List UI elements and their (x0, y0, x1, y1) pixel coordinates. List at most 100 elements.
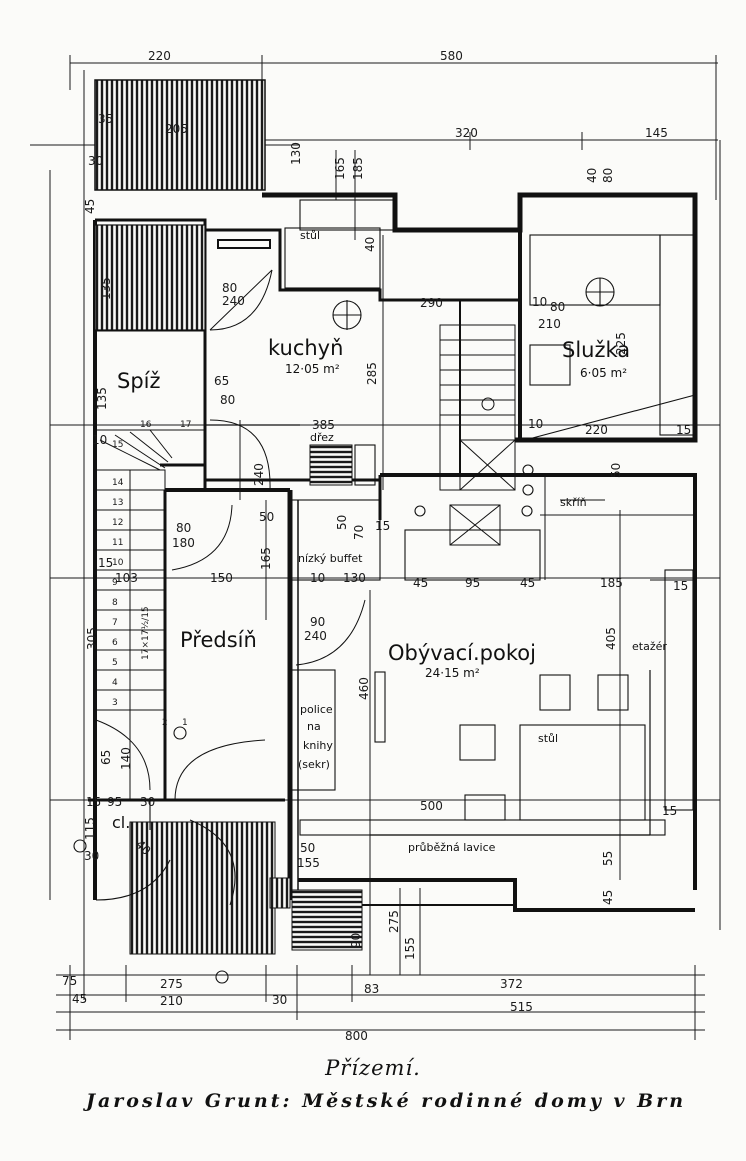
dim-205: 205 (165, 122, 188, 136)
dim-h-70: 70 (352, 525, 366, 540)
stair-numbers: 16 17 15 14 13 12 11 10 9 8 7 6 5 4 3 2 … (107, 420, 191, 858)
dim-left-30b: 30 (84, 849, 99, 863)
hatched-surfaces (94, 224, 363, 955)
stair-ratio: 17×17½/15 (141, 606, 151, 660)
stair-30: 30 (140, 795, 155, 809)
dim-h-80: 80 (176, 521, 191, 535)
stair-15: 15 (112, 440, 123, 450)
dim-k-80: 80 (222, 281, 237, 295)
dim-h-240a: 240 (252, 463, 266, 486)
dimension-numbers: 220 580 800 205 320 145 35 30 45 135 135… (62, 49, 691, 1043)
walls (88, 79, 698, 912)
dim-k-80b: 80 (220, 393, 235, 407)
dim-left-35: 35 (98, 112, 113, 126)
label-police-2: na (307, 720, 321, 733)
dim-s-40: 40 (585, 168, 599, 183)
dim-h-15: 15 (375, 519, 390, 533)
label-nizky-buffet: nízký buffet (298, 552, 363, 565)
label-etazer: etažér (632, 640, 667, 653)
label-police-4: (sekr) (298, 758, 330, 771)
furniture (73, 199, 696, 984)
dim-l-460: 460 (357, 677, 371, 700)
dim-k-130: 130 (289, 142, 303, 165)
room-name-spiz: Spíž (117, 369, 161, 393)
dim-left-115: 115 (83, 817, 97, 840)
dim-k-40: 40 (363, 237, 377, 252)
dim-l-275: 275 (387, 910, 401, 933)
dim-k-165: 165 (333, 157, 347, 180)
dim-b-83: 83 (364, 982, 379, 996)
stair-5: 5 (112, 658, 118, 668)
dim-h-130: 130 (343, 571, 366, 585)
dim-s-80: 80 (601, 168, 615, 183)
main-staircase (94, 429, 205, 801)
stair-3: 3 (112, 698, 118, 708)
stair-1: 1 (182, 718, 188, 728)
room-name-predsin: Předsíň (180, 628, 257, 652)
dim-s-10: 10 (532, 295, 547, 309)
dim-145: 145 (645, 126, 668, 140)
dim-k-65: 65 (214, 374, 229, 388)
dim-l-45c: 45 (601, 890, 615, 905)
dim-overall-580: 580 (440, 49, 463, 63)
dim-h-150: 150 (210, 571, 233, 585)
dim-left-135b: 135 (95, 387, 109, 410)
dim-h-240b: 240 (304, 629, 327, 643)
dim-s-10b: 10 (528, 417, 543, 431)
dim-left-305: 305 (85, 627, 99, 650)
dim-k-385: 385 (312, 418, 335, 432)
stair-103: 103 (115, 571, 138, 585)
stair-7: 7 (112, 618, 118, 628)
dim-k-240: 240 (222, 294, 245, 308)
dim-k-285: 285 (365, 362, 379, 385)
dim-l-155: 155 (297, 856, 320, 870)
dim-l-500: 500 (420, 799, 443, 813)
dim-left-15: 15 (98, 556, 113, 570)
dim-s-225: 225 (614, 332, 628, 355)
label-stul-living: stůl (538, 732, 558, 745)
dim-k-185: 185 (351, 157, 365, 180)
stair-11: 11 (112, 538, 123, 548)
stair-9: 9 (112, 578, 118, 588)
dim-l-55: 55 (601, 851, 615, 866)
dim-left-65: 65 (99, 750, 113, 765)
dim-l-45a: 45 (413, 576, 428, 590)
room-area-kuchyn: 12·05 m² (285, 362, 340, 376)
dim-b-30: 30 (272, 993, 287, 1007)
room-name-obyvaci: Obývací.pokoj (388, 641, 536, 665)
dim-h-180: 180 (172, 536, 195, 550)
dim-s-50: 50 (609, 463, 623, 478)
room-name-kuchyn: kuchyň (268, 336, 343, 360)
stair-16: 16 (140, 420, 152, 430)
stair-17: 17 (180, 420, 191, 430)
stair-4: 4 (112, 678, 118, 688)
label-stul-kitchen: stůl (300, 229, 320, 242)
room-name-cl: cl. (112, 813, 130, 832)
dim-left-135a: 135 (99, 277, 113, 300)
room-area-sluzka: 6·05 m² (580, 366, 627, 380)
dim-left-140: 140 (119, 747, 133, 770)
dim-overall-800: 800 (345, 1029, 368, 1043)
dim-s-220: 220 (585, 423, 608, 437)
stair-2: 2 (162, 718, 168, 728)
dim-b-75: 75 (62, 974, 77, 988)
caption-author: Jaroslav Grunt: Městské rodinné domy v B… (86, 1090, 687, 1112)
furniture-labels: stůl dřez nízký buffet skříň etažér poli… (298, 229, 667, 854)
stair-95: 95 (107, 795, 122, 809)
dim-l-155b: 155 (403, 937, 417, 960)
dim-left-15b: 15 (86, 795, 101, 809)
room-labels: kuchyň 12·05 m² Služka 6·05 m² Spíž Před… (112, 336, 630, 832)
room-area-obyvaci: 24·15 m² (425, 666, 480, 680)
dim-h-90: 90 (310, 615, 325, 629)
dim-h-50b: 50 (335, 515, 349, 530)
stair-12: 12 (112, 518, 123, 528)
label-pruebezna-lavice: průběžná lavice (408, 841, 496, 854)
dim-left-45: 45 (83, 199, 97, 214)
stair-10: 10 (112, 558, 124, 568)
dim-h-50: 50 (259, 510, 274, 524)
dim-left-30: 30 (88, 154, 103, 168)
dim-b-45: 45 (72, 992, 87, 1006)
dim-left-10: 10 (92, 433, 107, 447)
stair-8: 8 (112, 598, 118, 608)
label-drez: dřez (310, 431, 334, 444)
